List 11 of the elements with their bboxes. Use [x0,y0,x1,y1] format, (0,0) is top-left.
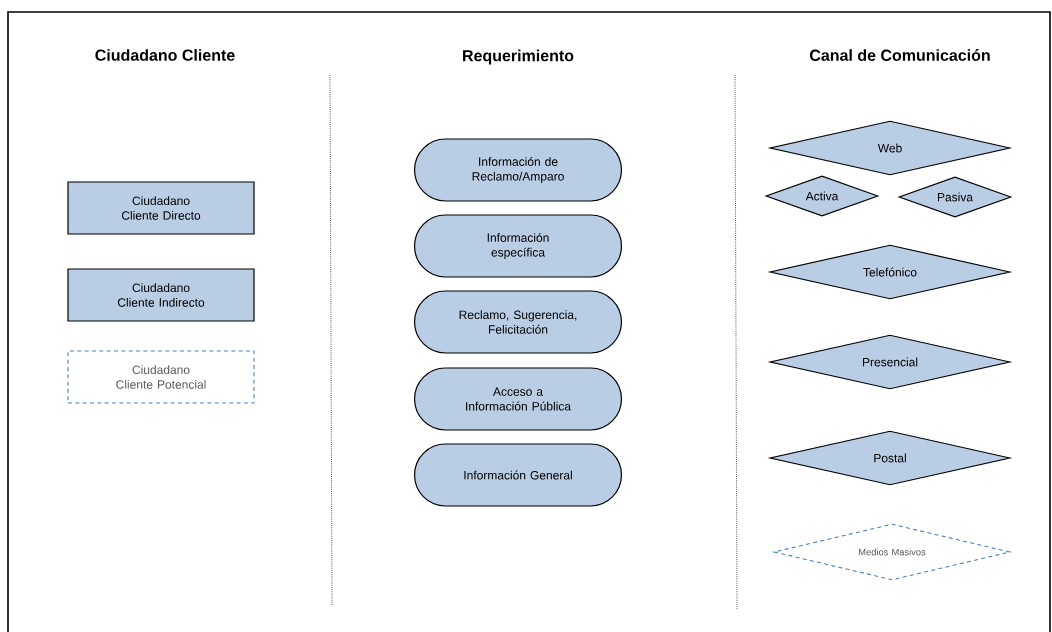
request-pill: Acceso a Información Pública [413,367,623,431]
citizen-box: Ciudadano Cliente Directo [67,181,255,235]
column-heading: Canal de Comunicación [810,49,990,61]
column-heading: Ciudadano Cliente [95,49,235,61]
citizen-box: Ciudadano Cliente Indirecto [67,268,255,322]
request-pill: Información específica [413,214,623,278]
citizen-box: Ciudadano Cliente Potencial [67,350,255,404]
request-pill: Información de Reclamo/Amparo [413,138,623,202]
request-pill: Reclamo, Sugerencia, Felicitación [413,290,623,354]
request-pill: Información General [413,443,623,507]
column-heading: Requerimiento [463,49,574,65]
